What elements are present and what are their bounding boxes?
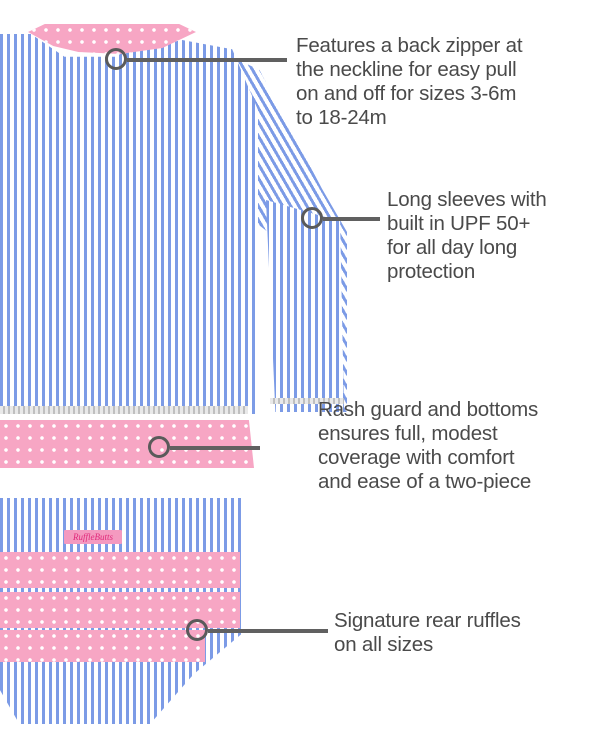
rash-guard-body [0, 34, 258, 414]
callout-marker-zipper [105, 48, 127, 70]
rear-ruffle-row-2 [0, 592, 240, 628]
callout-line-coverage [170, 446, 260, 450]
hem-trim [0, 406, 248, 414]
sleeve-cuff-trim [270, 398, 344, 404]
callout-line-zipper [127, 58, 287, 62]
rash-guard-sleeve-cuff [266, 200, 344, 412]
callout-marker-ruffles [186, 619, 208, 641]
callout-text-zipper: Features a back zipper at the neckline f… [296, 34, 523, 129]
callout-marker-coverage [148, 436, 170, 458]
callout-text-coverage: Rash guard and bottoms ensures full, mod… [318, 398, 539, 493]
callout-line-ruffles [208, 629, 328, 633]
rash-guard-ruffle-hem [0, 420, 254, 468]
brand-tag: RuffleButts [64, 530, 122, 544]
callout-marker-sleeves [301, 207, 323, 229]
callout-line-sleeves [323, 217, 380, 221]
callout-text-sleeves: Long sleeves with built in UPF 50+ for a… [387, 188, 547, 283]
rear-ruffle-row-1 [0, 552, 240, 588]
rear-ruffle-row-3 [0, 630, 205, 662]
callout-text-ruffles: Signature rear ruffles on all sizes [334, 609, 521, 656]
